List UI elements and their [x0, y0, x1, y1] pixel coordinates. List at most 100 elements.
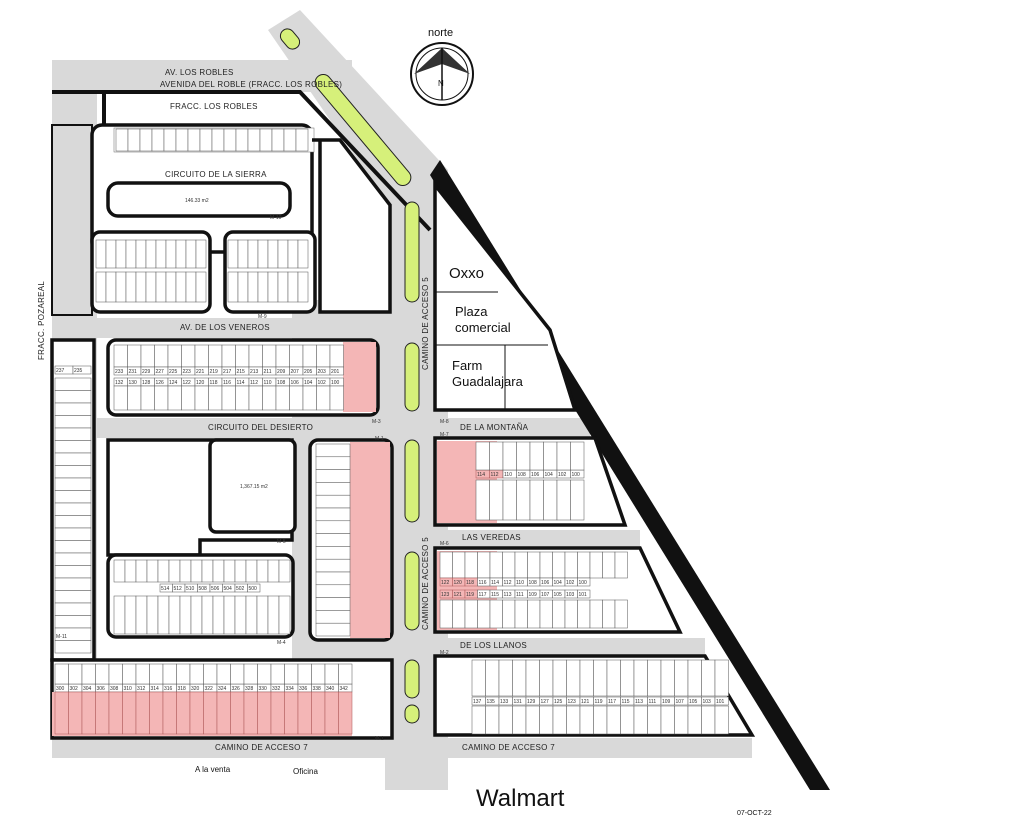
lot[interactable]: [179, 595, 192, 635]
lot[interactable]: [514, 599, 528, 629]
lot[interactable]: [135, 271, 147, 303]
lot[interactable]: [248, 385, 263, 411]
lot[interactable]: [212, 595, 225, 635]
lot[interactable]: [315, 533, 351, 547]
lot[interactable]: [289, 385, 304, 411]
lot[interactable]: [256, 595, 269, 635]
lot[interactable]: [489, 551, 503, 579]
lot[interactable]: [315, 571, 351, 586]
lot[interactable]: [489, 441, 504, 471]
lot[interactable]: [211, 128, 225, 152]
lot[interactable]: [602, 551, 616, 579]
lot[interactable]: [154, 344, 169, 368]
lot[interactable]: [201, 559, 214, 583]
lot[interactable]: [124, 595, 137, 635]
lot[interactable]: [464, 599, 478, 629]
lot[interactable]: [195, 271, 207, 303]
lot[interactable]: [54, 427, 92, 441]
lot[interactable]: [527, 551, 541, 579]
lot[interactable]: [135, 663, 150, 685]
lot[interactable]: [485, 659, 500, 697]
lot[interactable]: [284, 691, 299, 735]
lot[interactable]: [552, 599, 566, 629]
lot[interactable]: [297, 271, 309, 303]
lot[interactable]: [275, 344, 290, 368]
lot[interactable]: [267, 559, 280, 583]
lot[interactable]: [154, 385, 169, 411]
lot[interactable]: [502, 441, 517, 471]
lot[interactable]: [175, 239, 187, 269]
lot[interactable]: [475, 479, 490, 521]
lot[interactable]: [195, 239, 207, 269]
lot[interactable]: [190, 559, 203, 583]
lot[interactable]: [199, 128, 213, 152]
lot[interactable]: [221, 344, 236, 368]
lot[interactable]: [95, 691, 110, 735]
lot[interactable]: [302, 344, 317, 368]
lot[interactable]: [151, 128, 165, 152]
lot[interactable]: [115, 271, 127, 303]
lot[interactable]: [247, 239, 259, 269]
lot[interactable]: [527, 599, 541, 629]
lot[interactable]: [135, 559, 148, 583]
lot[interactable]: [223, 128, 237, 152]
lot[interactable]: [234, 595, 247, 635]
lot[interactable]: [259, 128, 273, 152]
lot[interactable]: [315, 482, 351, 496]
lot[interactable]: [502, 551, 516, 579]
lot[interactable]: [277, 239, 289, 269]
lot[interactable]: [149, 691, 164, 735]
lot[interactable]: [570, 479, 585, 521]
lot[interactable]: [539, 705, 554, 735]
lot[interactable]: [577, 599, 591, 629]
lot[interactable]: [243, 691, 258, 735]
lot[interactable]: [108, 691, 123, 735]
lot[interactable]: [168, 595, 181, 635]
lot[interactable]: [647, 659, 662, 697]
lot[interactable]: [564, 599, 578, 629]
lot[interactable]: [146, 559, 159, 583]
lot[interactable]: [113, 385, 128, 411]
lot[interactable]: [589, 599, 603, 629]
lot[interactable]: [257, 691, 272, 735]
lot[interactable]: [311, 663, 326, 685]
lot[interactable]: [477, 551, 491, 579]
lot[interactable]: [338, 691, 353, 735]
lot[interactable]: [54, 502, 92, 516]
lot[interactable]: [257, 239, 269, 269]
lot[interactable]: [105, 271, 117, 303]
lot[interactable]: [311, 691, 326, 735]
lot[interactable]: [113, 595, 126, 635]
lot[interactable]: [95, 663, 110, 685]
lot[interactable]: [176, 691, 191, 735]
lot[interactable]: [194, 344, 209, 368]
lot[interactable]: [529, 441, 544, 471]
lot[interactable]: [316, 385, 331, 411]
lot[interactable]: [315, 443, 351, 458]
lot[interactable]: [633, 659, 648, 697]
lot[interactable]: [145, 239, 157, 269]
lot[interactable]: [247, 271, 259, 303]
lot[interactable]: [315, 622, 351, 637]
lot[interactable]: [606, 659, 621, 697]
lot[interactable]: [278, 595, 291, 635]
lot[interactable]: [145, 271, 157, 303]
lot[interactable]: [167, 344, 182, 368]
lot[interactable]: [203, 691, 218, 735]
lot[interactable]: [660, 705, 675, 735]
lot[interactable]: [54, 440, 92, 454]
lot[interactable]: [140, 385, 155, 411]
lot[interactable]: [235, 128, 249, 152]
lot[interactable]: [556, 441, 571, 471]
lot[interactable]: [237, 239, 249, 269]
lot[interactable]: [297, 691, 312, 735]
lot[interactable]: [512, 705, 527, 735]
lot[interactable]: [471, 705, 486, 735]
lot[interactable]: [620, 705, 635, 735]
lot[interactable]: [113, 559, 126, 583]
lot[interactable]: [81, 691, 96, 735]
lot[interactable]: [552, 551, 566, 579]
lot[interactable]: [564, 551, 578, 579]
lot[interactable]: [593, 659, 608, 697]
lot[interactable]: [256, 559, 269, 583]
